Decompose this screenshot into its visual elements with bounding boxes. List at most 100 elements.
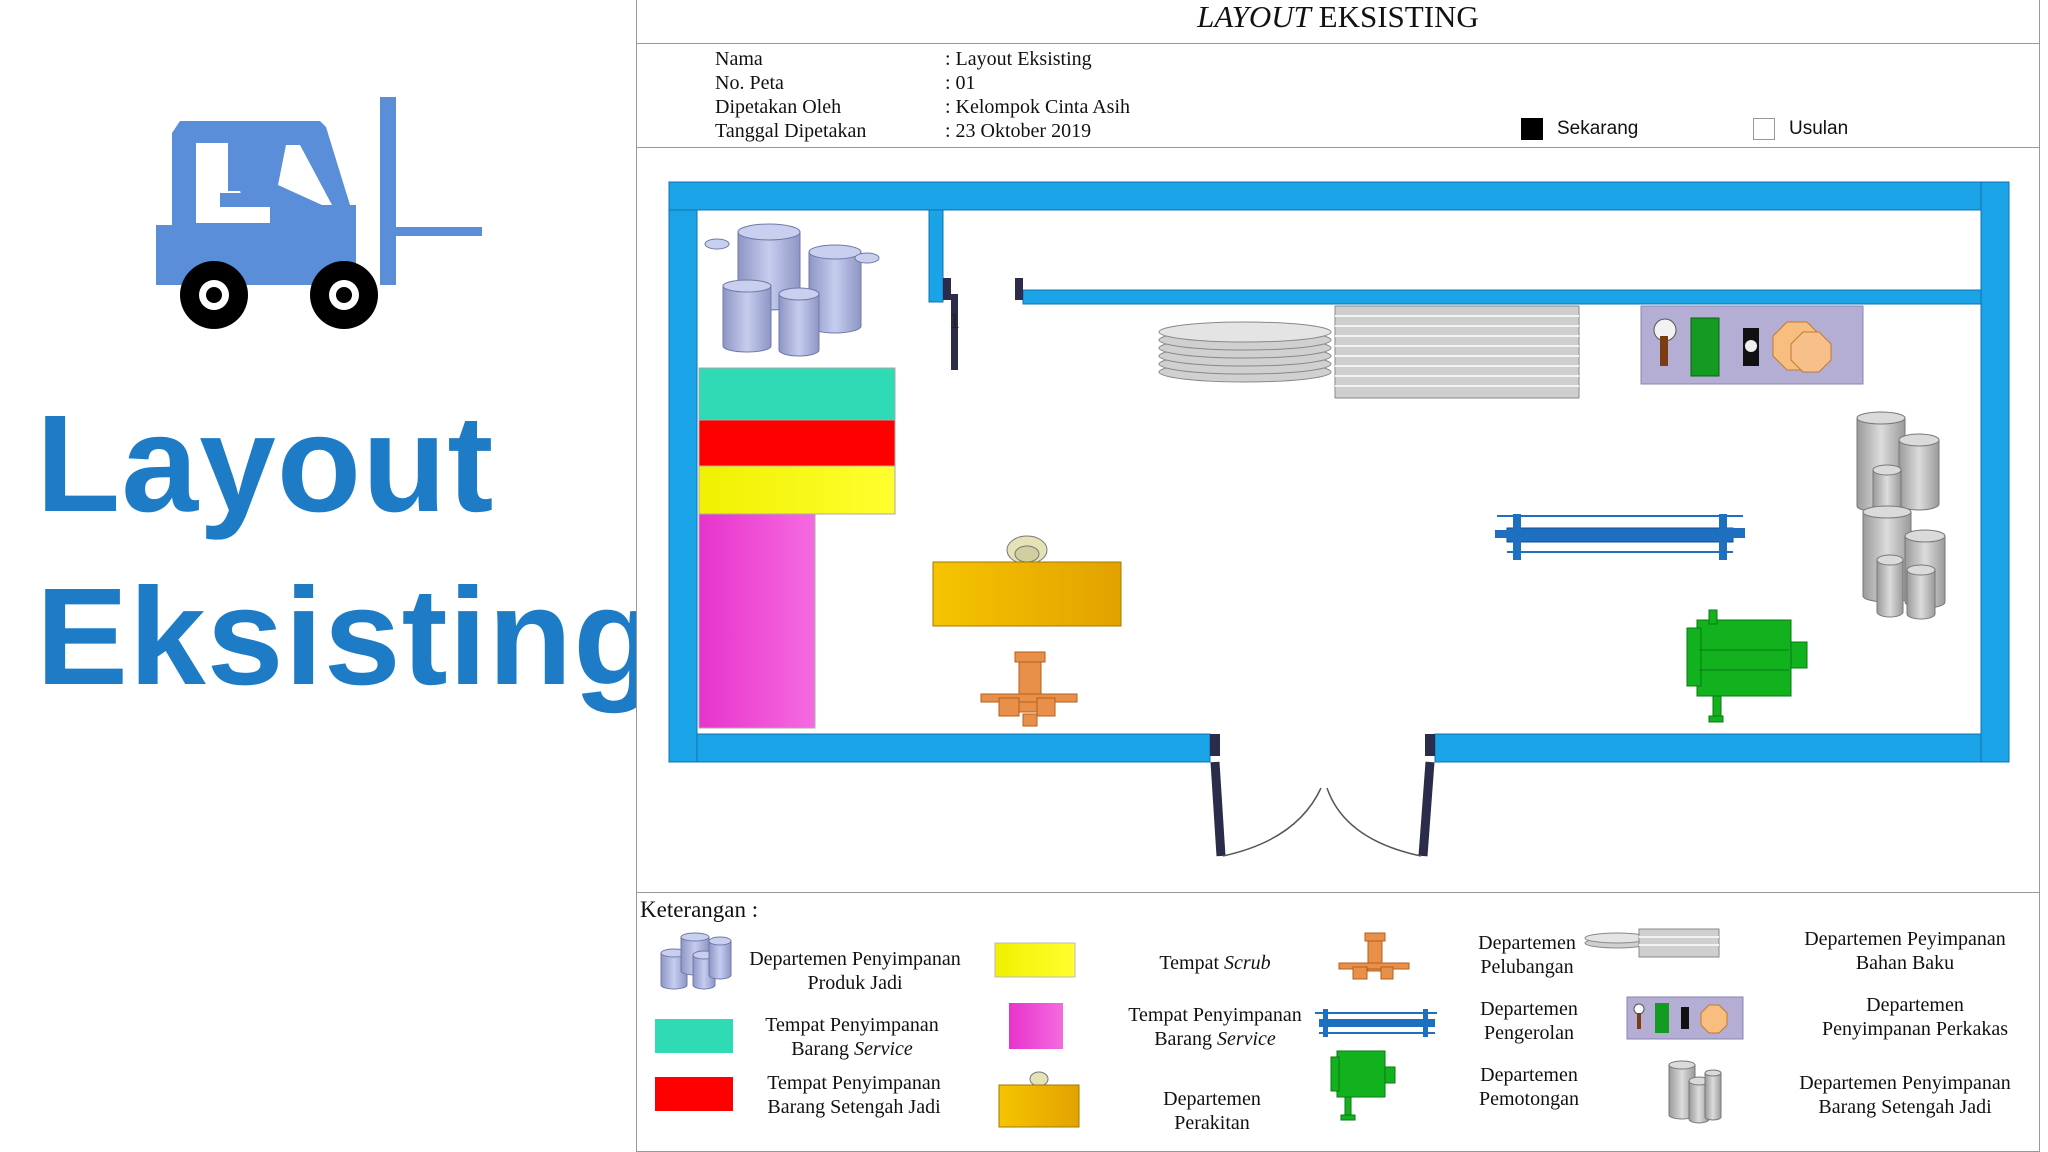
legend-text: Barang Setengah Jadi <box>1818 1096 1992 1118</box>
legend-label-barang-service-pink: Tempat Penyimpanan Barang Service <box>1097 1003 1333 1051</box>
legend-text: Barang Service <box>1097 1027 1333 1051</box>
perakitan-station <box>932 535 1122 627</box>
info-value: : Layout Eksisting <box>945 48 1092 70</box>
status-sekarang-checkbox[interactable] <box>1521 118 1543 140</box>
wall-left <box>668 209 698 763</box>
info-label: No. Peta <box>715 72 784 94</box>
perkakas-storage <box>1640 305 1864 385</box>
document-title-rest: EKSISTING <box>1310 0 1479 34</box>
legend-text: Tempat Penyimpanan <box>765 1014 939 1036</box>
legend-text: Barang Setengah Jadi <box>767 1096 941 1118</box>
pengerolan-machine <box>1495 514 1745 560</box>
door-marker: 1 <box>949 308 960 333</box>
legend-text-italic: Service <box>1216 1028 1276 1050</box>
pelubangan-machine <box>980 651 1078 727</box>
legend-label-pengerolan: Departemen Pengerolan <box>1459 997 1599 1045</box>
legend-text: Departemen <box>1480 998 1578 1020</box>
barang-service-teal-area <box>698 367 896 421</box>
wall-bottom-right <box>1434 733 1982 763</box>
legend-label-perakitan: Departemen Perakitan <box>1127 1087 1297 1135</box>
floor-plan: 1 <box>668 181 2010 857</box>
slide-title-line1: Layout <box>36 387 495 541</box>
walls <box>668 181 2010 763</box>
legend-text: Tempat Penyimpanan <box>767 1072 941 1094</box>
forklift-icon <box>156 97 482 329</box>
forklift-fork <box>396 227 482 236</box>
scrub-area <box>698 465 896 515</box>
legend-label-pemotongan: Departemen Pemotongan <box>1459 1063 1599 1111</box>
legend-label-setengah-jadi: Tempat Penyimpanan Barang Setengah Jadi <box>749 1071 959 1119</box>
legend-symbol-setengah-jadi <box>1668 1060 1722 1124</box>
document-title-italic: LAYOUT <box>1197 0 1311 34</box>
produk-jadi-storage <box>704 223 880 357</box>
setengah-jadi-area <box>698 419 896 467</box>
forklift-cab <box>156 121 356 285</box>
legend-heading: Keterangan : <box>640 897 759 922</box>
legend-symbol-pengerolan <box>1315 1009 1437 1037</box>
legend-symbol-produk-jadi <box>660 932 732 990</box>
legend-text-italic: Service <box>853 1038 913 1060</box>
legend-text: Pengerolan <box>1484 1022 1574 1044</box>
info-value: : 01 <box>945 72 976 94</box>
legend-text: Departemen <box>1163 1088 1261 1110</box>
wall-top <box>668 181 2010 211</box>
legend-text: Perakitan <box>1174 1112 1250 1134</box>
legend-text: Departemen <box>1478 932 1576 954</box>
forklift-seat <box>220 193 250 207</box>
document-title: LAYOUT EKSISTING <box>637 0 2039 44</box>
legend-swatch-pink <box>1009 1003 1063 1049</box>
wall-partition-vertical <box>928 209 944 303</box>
legend-label-bahan-baku: Departemen Peyimpanan Bahan Baku <box>1787 927 2023 975</box>
info-label: Dipetakan Oleh <box>715 96 842 118</box>
legend-label-barang-service-teal: Tempat Penyimpanan Barang Service <box>747 1013 957 1061</box>
wall-partition-horizontal <box>1022 289 1982 305</box>
forklift-mast <box>380 97 396 285</box>
legend-label-pelubangan: Departemen Pelubangan <box>1457 931 1597 979</box>
title-panel: Layout Eksisting <box>0 0 658 1152</box>
layout-document: LAYOUT EKSISTING Nama : Layout Eksisting… <box>636 0 2040 1152</box>
legend-text: Departemen Penyimpanan <box>1799 1072 2011 1094</box>
legend-symbol-perakitan <box>998 1071 1080 1128</box>
bahan-baku-storage <box>1158 305 1580 399</box>
legend-swatch-teal <box>655 1019 733 1053</box>
legend-text: Barang Service <box>747 1037 957 1061</box>
legend-text: Tempat Penyimpanan <box>1128 1004 1302 1026</box>
legend-symbol-perkakas <box>1626 996 1744 1040</box>
legend-symbols <box>655 928 1744 1128</box>
info-label: Nama <box>715 48 763 70</box>
map-info-block: Nama : Layout Eksisting No. Peta : 01 Di… <box>637 44 2039 148</box>
legend-text: Departemen Peyimpanan <box>1804 928 2006 950</box>
legend-text: Bahan Baku <box>1855 952 1955 974</box>
wall-bottom-left <box>696 733 1211 763</box>
legend-text: Tempat Scrub <box>1115 951 1315 975</box>
legend-swatch-red <box>655 1077 733 1111</box>
main-door <box>1210 734 1435 857</box>
legend-text: Penyimpanan Perkakas <box>1821 1018 2009 1040</box>
legend-text: Pemotongan <box>1479 1088 1579 1110</box>
legend-symbol-bahan-baku <box>1584 928 1720 958</box>
status-usulan-label: Usulan <box>1789 118 1849 139</box>
status-usulan-checkbox[interactable] <box>1753 118 1775 140</box>
status-sekarang-label: Sekarang <box>1557 118 1639 139</box>
legend-swatch-yellow <box>994 942 1076 978</box>
info-value: : 23 Oktober 2019 <box>945 120 1092 142</box>
barang-service-pink-area <box>698 513 816 729</box>
legend-text: Departemen <box>1480 1064 1578 1086</box>
legend-text-italic: Scrub <box>1224 952 1271 974</box>
legend: Keterangan : <box>637 892 2039 1152</box>
legend-symbol-pelubangan <box>1338 932 1410 980</box>
legend-text: Produk Jadi <box>807 972 903 994</box>
setengah-jadi-storage <box>1856 411 1946 620</box>
legend-text-plain: Barang <box>791 1038 854 1060</box>
legend-text-plain: Barang <box>1154 1028 1217 1050</box>
slide-title-line2: Eksisting <box>36 560 659 714</box>
legend-text-plain: Tempat <box>1159 952 1224 974</box>
inner-door: 1 <box>943 278 1023 370</box>
info-label: Tanggal Dipetakan <box>715 120 867 142</box>
wall-right <box>1980 181 2010 763</box>
legend-label-perkakas: Departemen Penyimpanan Perkakas <box>1797 993 2033 1041</box>
legend-text: Departemen <box>1866 994 1964 1016</box>
legend-text: Pelubangan <box>1480 956 1574 978</box>
pemotongan-machine <box>1686 609 1808 723</box>
legend-label-scrub: Tempat Scrub <box>1115 951 1315 975</box>
